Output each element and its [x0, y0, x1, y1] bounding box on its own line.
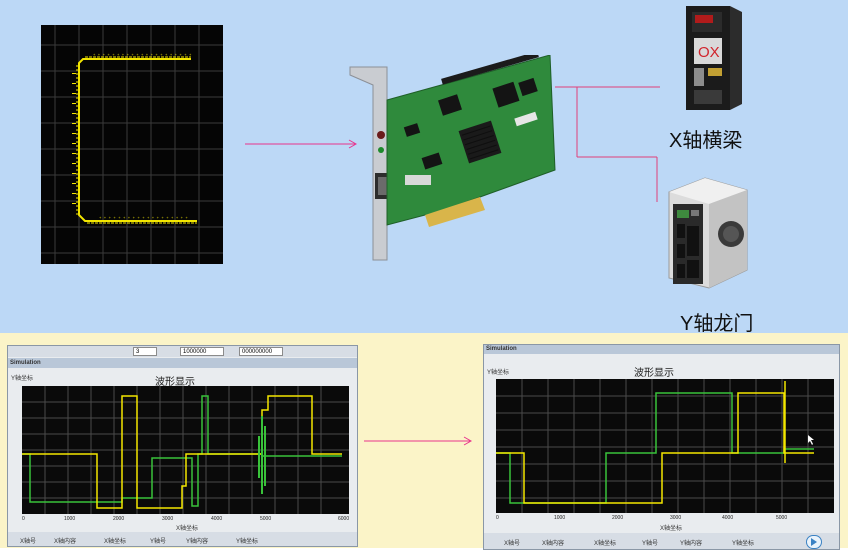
play-icon [811, 538, 817, 546]
scope-left-footer-2: X轴坐标 [104, 539, 127, 545]
bottom-panel: 3 1000000 000000000 Simulation Y轴坐标 波形显示 [0, 333, 848, 550]
scope-left-xtick-6: 6000 [338, 516, 350, 522]
x-servo-svg: OX [686, 6, 742, 110]
scope-left-xtick-2: 2000 [113, 516, 125, 522]
scope-right: Simulation Y轴坐标 波形显示 [483, 344, 840, 550]
scope-left-xtick-4: 4000 [211, 516, 223, 522]
scope-right-footer-3: Y轴号 [642, 541, 659, 547]
scope-right-footer-5: Y轴坐标 [732, 541, 755, 547]
scope-left-plot [22, 386, 349, 514]
scope-left-svg [22, 386, 349, 514]
scope-left-footer-3: Y轴号 [150, 539, 167, 545]
scope-right-x-caption: X轴坐标 [660, 526, 683, 532]
scope-right-cursor [808, 435, 814, 445]
scope-left-xtick-0: 0 [22, 516, 25, 522]
trajectory-svg: + + + + + + + + + + + + + + + + + + + + … [41, 25, 223, 264]
scope-right-yellow-trace [496, 392, 814, 504]
scope-right-xtick-3: 3000 [670, 515, 682, 521]
top-panel: + + + + + + + + + + + + + + + + + + + + … [0, 0, 848, 335]
scope-left-x-caption: X轴坐标 [176, 526, 199, 532]
svg-text:+ + + + + + + + + + + + + + +: + + + + + + + + + + + + + + + + + + + [99, 217, 188, 221]
trajectory-grid [41, 25, 223, 264]
scope-left-footer [8, 532, 357, 546]
scope-right-green-trace [496, 392, 814, 504]
scope-right-y-caption: Y轴坐标 [487, 370, 510, 376]
scope-right-xtick-0: 0 [496, 515, 499, 521]
trajectory-path [76, 56, 197, 224]
scope-left-chart-title: 波形显示 [155, 377, 195, 388]
trajectory-plot: + + + + + + + + + + + + + + + + + + + + … [41, 25, 223, 264]
scope-left-grid [22, 386, 349, 514]
scope-right-xtick-2: 2000 [612, 515, 624, 521]
scope-right-footer-4: Y轴内容 [680, 541, 703, 547]
scope-right-window-title: Simulation [486, 346, 517, 352]
scope-left-footer-1: X轴内容 [54, 539, 77, 545]
y-axis-label: Y轴龙门 [680, 313, 754, 335]
scope-left-xtick-1: 1000 [64, 516, 76, 522]
scope-left-footer-0: X轴号 [20, 539, 37, 545]
scope-left-y-caption: Y轴坐标 [11, 376, 34, 382]
arrow-between-scopes [364, 436, 473, 446]
scope-left-xtick-3: 3000 [162, 516, 174, 522]
scope-right-plot [496, 379, 834, 513]
scope-left-titlebar [8, 358, 357, 368]
scope-right-xtick-1: 1000 [554, 515, 566, 521]
scope-left-footer-5: Y轴坐标 [236, 539, 259, 545]
scope-right-xtick-5: 5000 [776, 515, 788, 521]
scope-right-titlebar [484, 345, 839, 354]
trajectory-ticks [72, 73, 76, 204]
play-button[interactable] [806, 535, 822, 549]
scope-left-window-title: Simulation [10, 360, 41, 366]
svg-text:+ + + + + + + + + + + + + + +: + + + + + + + + + + + + + + + + + + + + … [93, 54, 192, 58]
scope-left-count-field[interactable]: 3 [133, 347, 157, 356]
trajectory-markers: + + + + + + + + + + + + + + + + + + + + … [93, 54, 192, 221]
scope-left-xtick-5: 5000 [260, 516, 272, 522]
scope-left: 3 1000000 000000000 Simulation Y轴坐标 波形显示 [7, 345, 358, 547]
scope-right-svg [496, 379, 834, 513]
scope-left-noise [258, 416, 266, 494]
y-servo-svg [668, 177, 748, 289]
scope-right-footer-1: X轴内容 [542, 541, 565, 547]
arrow-to-card [245, 139, 358, 149]
servo-badge: OX [698, 44, 720, 61]
scope-right-xtick-4: 4000 [722, 515, 734, 521]
servo-connector [555, 86, 660, 202]
scope-left-field-a[interactable]: 1000000 [180, 347, 224, 356]
y-servo-drive [665, 172, 749, 292]
scope-right-chart-title: 波形显示 [634, 368, 674, 379]
scope-left-yellow-trace [22, 395, 342, 509]
scope-right-footer-0: X轴号 [504, 541, 521, 547]
scope-left-field-b[interactable]: 000000000 [239, 347, 283, 356]
scope-right-footer-2: X轴坐标 [594, 541, 617, 547]
scope-right-grid [496, 379, 834, 513]
scope-left-footer-4: Y轴内容 [186, 539, 209, 545]
scope-right-footer [484, 533, 839, 549]
x-axis-label: X轴横梁 [669, 130, 743, 152]
motion-control-card [345, 51, 560, 265]
card-svg [349, 51, 556, 261]
x-servo-drive: OX [684, 4, 744, 112]
